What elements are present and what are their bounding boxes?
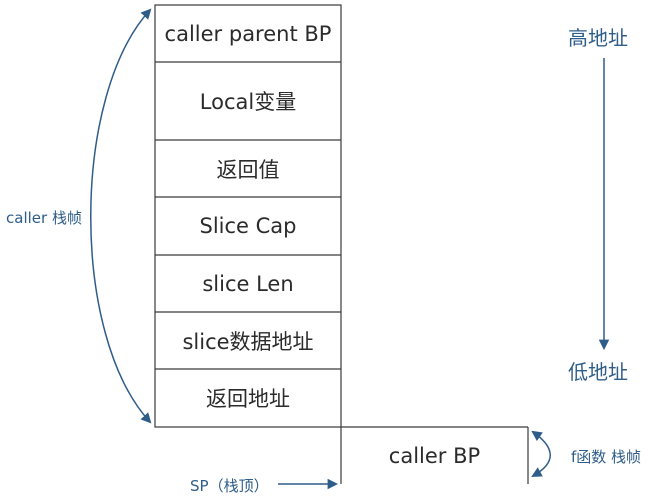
callee-frame-label: f函数 栈帧	[571, 448, 642, 466]
callee-box	[340, 426, 529, 484]
stack-cell-slice-cap: Slice Cap	[199, 214, 297, 238]
stack-cell-local-vars: Local变量	[199, 90, 297, 114]
stack-cell-return-address: 返回地址	[206, 387, 290, 411]
sp-label: SP（栈顶）	[190, 477, 269, 495]
stack-cell-slice-data-address: slice数据地址	[182, 329, 314, 354]
caller-frame-bracket-arrow	[90, 8, 152, 424]
callee-frame-bracket-arrow	[531, 430, 551, 478]
high-address-label: 高地址	[568, 26, 628, 50]
low-address-label: 低地址	[568, 360, 628, 384]
caller-frame-label: caller 栈帧	[6, 209, 82, 227]
stack-cell-return-value: 返回值	[216, 157, 280, 182]
stack-grid	[154, 4, 342, 428]
stack-cell-slice-len: slice Len	[202, 271, 294, 296]
callee-cell-caller-bp: caller BP	[388, 443, 481, 468]
stack-cell-caller-parent-bp: caller parent BP	[164, 21, 332, 46]
